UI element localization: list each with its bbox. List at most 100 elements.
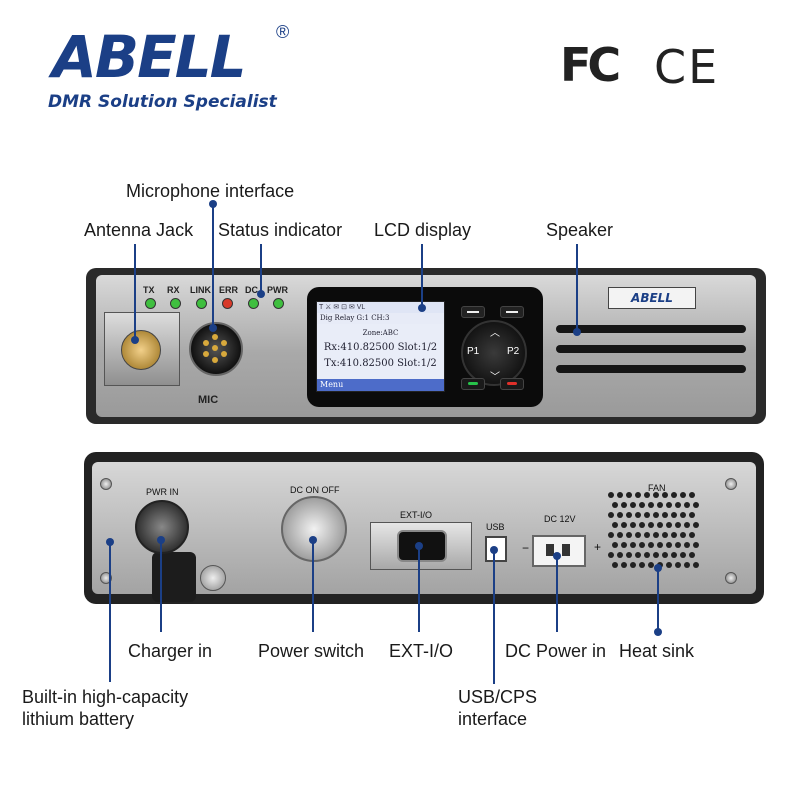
fan-hole: [635, 532, 641, 538]
soft-key-right[interactable]: [500, 306, 524, 318]
fan-hole: [689, 552, 695, 558]
fan-hole: [635, 492, 641, 498]
fan-hole: [630, 502, 636, 508]
nav-down-icon: ﹀: [490, 372, 500, 383]
power-switch[interactable]: [281, 496, 347, 562]
fan-hole: [671, 492, 677, 498]
label-power-switch: Power switch: [258, 641, 365, 661]
fan-hole: [657, 542, 663, 548]
led-label-dc: DC: [245, 285, 258, 295]
fan-hole: [689, 512, 695, 518]
navigation-pad[interactable]: ︿ ﹀ P1 P2: [461, 320, 527, 386]
screw-icon: [725, 572, 737, 584]
fan-hole: [675, 562, 681, 568]
fan-hole: [666, 542, 672, 548]
nav-up-icon: ︿: [490, 328, 500, 339]
phone-green-icon: [468, 382, 478, 385]
fan-hole: [621, 562, 627, 568]
dc-minus-label: −: [522, 541, 530, 555]
label-usb-cps: USB/CPS interface: [458, 687, 538, 729]
dc-on-off-label: DC ON OFF: [290, 485, 340, 495]
leader-dot-battery: [106, 538, 114, 546]
fan-hole: [608, 492, 614, 498]
front-brand-badge: ABELL: [608, 287, 696, 309]
usb-label: USB: [486, 522, 505, 532]
fan-hole: [612, 562, 618, 568]
fan-grille: [608, 492, 700, 574]
p1-key[interactable]: P1: [467, 346, 480, 357]
fan-hole: [675, 502, 681, 508]
fan-hole: [617, 532, 623, 538]
soft-key-left[interactable]: [461, 306, 485, 318]
leader-dot-lcd: [418, 304, 426, 312]
fan-hole: [621, 542, 627, 548]
screw-icon: [100, 478, 112, 490]
led-tx: [145, 298, 156, 309]
led-label-pwr: PWR: [267, 285, 288, 295]
fan-hole: [666, 522, 672, 528]
call-end-button[interactable]: [500, 378, 524, 390]
leader-dot-heat-sink-end: [654, 628, 662, 636]
call-accept-button[interactable]: [461, 378, 485, 390]
fan-hole: [621, 522, 627, 528]
leader-dot-heat-sink: [654, 564, 662, 572]
fan-label: FAN: [648, 483, 666, 493]
fan-hole: [689, 492, 695, 498]
charger-connector[interactable]: [135, 500, 189, 554]
label-battery: Built-in high-capacity lithium battery: [22, 687, 189, 729]
fan-hole: [693, 502, 699, 508]
leader-dot-antenna: [131, 336, 139, 344]
fan-hole: [608, 552, 614, 558]
fan-hole: [644, 492, 650, 498]
leader-dot-power-switch: [309, 536, 317, 544]
label-charger-in: Charger in: [128, 641, 213, 661]
led-label-tx: TX: [143, 285, 155, 295]
fan-hole: [693, 562, 699, 568]
lcd-status-bar: T ⚔ ✉ ⊡ ✉ VL: [317, 302, 444, 313]
fan-hole: [662, 512, 668, 518]
mic-label: MIC: [198, 394, 219, 406]
fan-hole: [644, 532, 650, 538]
lcd-body: Zone:ABC Rx:410.82500 Slot:1/2 Tx:410.82…: [317, 324, 444, 379]
fan-hole: [612, 502, 618, 508]
label-ext-io: EXT-I/O: [389, 641, 454, 661]
fan-hole: [666, 502, 672, 508]
leader-power-switch: [312, 540, 314, 632]
leader-dc: [556, 556, 558, 632]
p2-key[interactable]: P2: [507, 346, 520, 357]
fan-hole: [635, 552, 641, 558]
ground-icon: [200, 565, 226, 591]
fan-hole: [630, 562, 636, 568]
fan-hole: [684, 522, 690, 528]
fan-hole: [693, 522, 699, 528]
fan-hole: [675, 522, 681, 528]
label-status-indicator: Status indicator: [218, 220, 343, 240]
fan-hole: [671, 532, 677, 538]
ce-logo: CE: [654, 40, 720, 94]
microphone-socket[interactable]: [189, 322, 243, 376]
fan-hole: [653, 492, 659, 498]
label-antenna-jack: Antenna Jack: [84, 220, 194, 240]
registered-mark: ®: [276, 22, 290, 42]
fan-hole: [653, 552, 659, 558]
label-lcd-display: LCD display: [374, 220, 472, 240]
leader-dot-dc: [553, 552, 561, 560]
lcd-rx: Rx:410.82500 Slot:1/2: [323, 342, 438, 353]
fan-hole: [648, 542, 654, 548]
brand-tagline: DMR Solution Specialist: [48, 92, 277, 112]
leader-dot-microphone-top: [209, 200, 217, 208]
lcd-tx: Tx:410.82500 Slot:1/2: [324, 358, 437, 369]
fan-hole: [671, 552, 677, 558]
speaker-slot: [556, 345, 746, 353]
lcd-channel-line: Dig Relay G:1 CH:3: [317, 313, 444, 324]
leader-status: [260, 244, 262, 294]
fan-hole: [617, 492, 623, 498]
ext-io-label: EXT-I/O: [400, 510, 433, 520]
dc-12v-label: DC 12V: [544, 514, 576, 524]
speaker-slot: [556, 325, 746, 333]
fan-hole: [684, 542, 690, 548]
leader-dot-status: [257, 290, 265, 298]
dc-power-port[interactable]: [532, 535, 586, 567]
leader-dot-ext-io: [415, 542, 423, 550]
brand-logo: ABELL: [52, 23, 247, 91]
